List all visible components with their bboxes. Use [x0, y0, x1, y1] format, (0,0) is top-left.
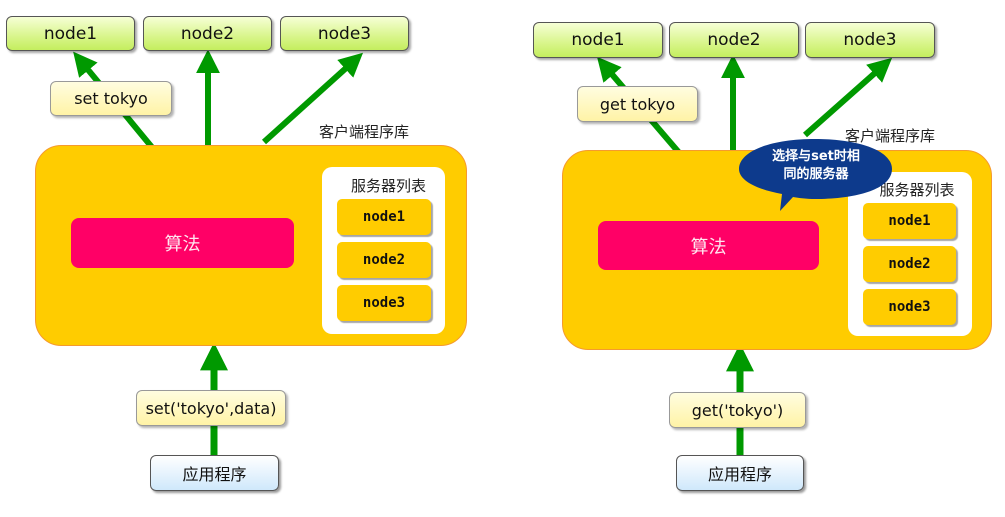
algorithm-box: 算法 — [598, 221, 819, 270]
server-node-label: node1 — [362, 209, 406, 225]
server-node-label: node3 — [362, 295, 406, 311]
library-title: 客户端程序库 — [319, 123, 410, 141]
application-label: 应用程序 — [182, 465, 247, 484]
cluster-node-label: node1 — [571, 30, 625, 50]
algorithm-label: 算法 — [164, 234, 201, 255]
cluster-node-label: node2 — [180, 23, 235, 44]
call-label: set('tokyo',data) — [145, 398, 277, 418]
server-list-node-2: node2 — [863, 246, 956, 282]
op-label: get tokyo — [599, 94, 676, 114]
op-label-box: get tokyo — [577, 86, 698, 122]
server-list-node-3: node3 — [337, 285, 431, 321]
server-node-label: node1 — [888, 213, 931, 229]
cluster-node-1: node1 — [6, 16, 135, 51]
server-node-label: node3 — [888, 299, 931, 315]
call-label-box: get('tokyo') — [669, 392, 806, 428]
server-list-node-3: node3 — [863, 289, 956, 325]
op-label: set tokyo — [74, 89, 148, 108]
application-label: 应用程序 — [707, 465, 772, 484]
call-label: get('tokyo') — [691, 400, 784, 420]
arrow-lib-to-node3 — [261, 52, 364, 145]
cluster-node-label: node3 — [317, 23, 372, 44]
callout-text: 选择与set时相 同的服务器 — [741, 148, 891, 184]
callout-line-1: 选择与set时相 — [772, 149, 860, 164]
algorithm-box: 算法 — [71, 218, 294, 268]
callout-line-2: 同的服务器 — [783, 167, 849, 182]
cluster-node-3: node3 — [280, 16, 409, 51]
cluster-node-2: node2 — [143, 16, 272, 51]
call-label-box: set('tokyo',data) — [136, 390, 286, 426]
cluster-node-label: node3 — [843, 30, 897, 50]
server-list-node-2: node2 — [337, 242, 431, 278]
server-node-label: node2 — [888, 256, 931, 272]
server-list-node-1: node1 — [337, 199, 431, 235]
application-box: 应用程序 — [676, 455, 804, 491]
cluster-node-1: node1 — [533, 22, 663, 58]
cluster-node-3: node3 — [805, 22, 935, 58]
server-list-title: 服务器列表 — [879, 181, 955, 199]
cluster-node-label: node2 — [707, 30, 761, 50]
callout-bubble — [739, 139, 892, 211]
arrow-lib-to-node3-get — [803, 57, 893, 138]
server-list-node-1: node1 — [863, 203, 956, 239]
cluster-node-label: node1 — [43, 23, 98, 44]
cluster-node-2: node2 — [669, 22, 799, 58]
algorithm-label: 算法 — [690, 236, 727, 258]
server-list-title: 服务器列表 — [350, 177, 426, 195]
application-box: 应用程序 — [150, 455, 279, 491]
library-title: 客户端程序库 — [845, 127, 936, 145]
op-label-box: set tokyo — [50, 81, 172, 116]
server-node-label: node2 — [362, 252, 406, 268]
